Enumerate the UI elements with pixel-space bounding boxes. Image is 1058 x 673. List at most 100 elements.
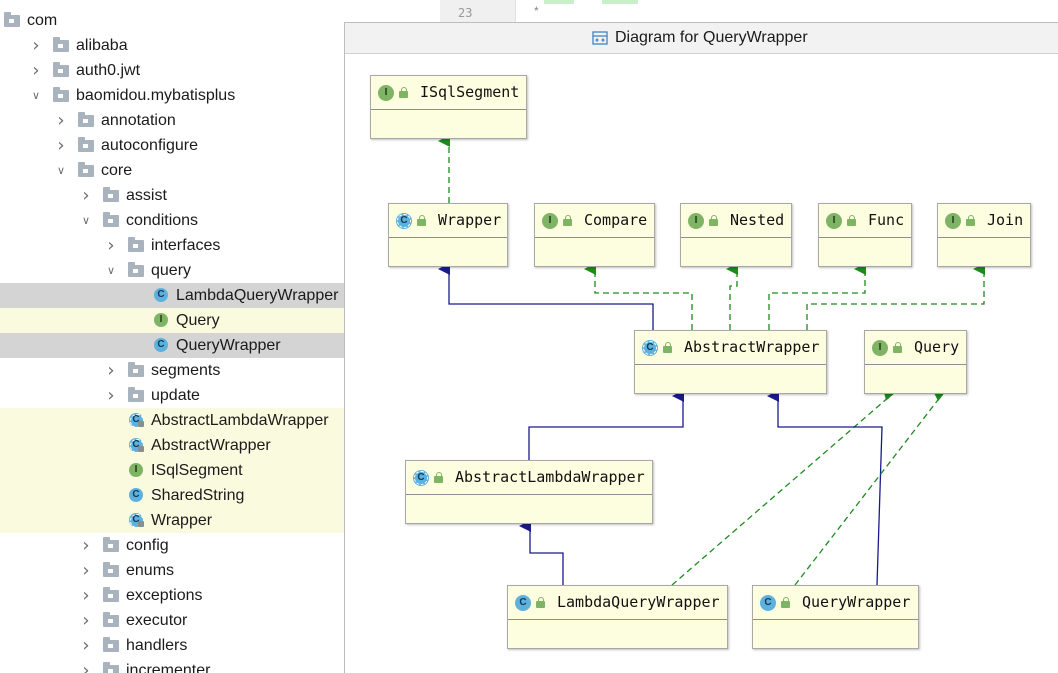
project-tree[interactable]: com›alibaba›auth0.jwt∨baomidou.mybatispl… bbox=[0, 0, 344, 673]
tree-item-isqlsegment[interactable]: I ISqlSegment bbox=[0, 458, 344, 483]
chevron-right-icon[interactable]: › bbox=[82, 185, 90, 206]
chevron-right-icon[interactable]: › bbox=[107, 360, 115, 381]
abstract-class-icon: C bbox=[642, 340, 658, 356]
public-visibility-icon bbox=[434, 472, 444, 483]
tree-item-core[interactable]: ∨ core bbox=[0, 158, 344, 183]
tree-item-config[interactable]: ›config bbox=[0, 533, 344, 558]
abstract-class-icon: C bbox=[128, 437, 144, 453]
public-visibility-icon bbox=[399, 87, 409, 98]
chevron-down-icon[interactable]: ∨ bbox=[81, 214, 91, 227]
chevron-down-icon[interactable]: ∨ bbox=[31, 89, 41, 102]
diff-marker bbox=[544, 0, 574, 4]
tree-item-label: Wrapper bbox=[151, 512, 213, 529]
tree-item-com[interactable]: com bbox=[0, 8, 344, 33]
chevron-right-icon[interactable]: › bbox=[82, 660, 90, 673]
tree-item-label: exceptions bbox=[126, 587, 203, 604]
tree-item-incrementer[interactable]: › incrementer bbox=[0, 658, 344, 673]
uml-node-name: Join bbox=[987, 211, 1024, 229]
chevron-down-icon[interactable]: ∨ bbox=[106, 264, 116, 277]
tree-item-wrapper[interactable]: C Wrapper bbox=[0, 508, 344, 533]
package-folder-icon bbox=[103, 212, 119, 228]
chevron-right-icon[interactable]: › bbox=[32, 60, 40, 81]
code-line: * bbox=[534, 4, 539, 18]
package-folder-icon bbox=[103, 637, 119, 653]
diagram-canvas bbox=[438, 135, 985, 586]
tree-item-exceptions[interactable]: › exceptions bbox=[0, 583, 344, 608]
package-folder-icon bbox=[53, 37, 69, 53]
public-visibility-icon bbox=[847, 215, 857, 226]
chevron-down-icon[interactable]: ∨ bbox=[56, 164, 66, 177]
tree-item-label: ISqlSegment bbox=[151, 462, 243, 479]
tree-item-executor[interactable]: ›executor bbox=[0, 608, 344, 633]
public-visibility-icon bbox=[781, 597, 791, 608]
tree-item-autoconfigure[interactable]: ›autoconfigure bbox=[0, 133, 344, 158]
tree-item-label: assist bbox=[126, 187, 167, 204]
package-folder-icon bbox=[53, 62, 69, 78]
tree-item-annotation[interactable]: ›annotation bbox=[0, 108, 344, 133]
package-folder-icon bbox=[103, 612, 119, 628]
tree-item-interfaces[interactable]: ›interfaces bbox=[0, 233, 344, 258]
abstract-class-icon: C bbox=[128, 512, 144, 528]
tree-item-enums[interactable]: ›enums bbox=[0, 558, 344, 583]
tree-item-query[interactable]: ∨query bbox=[0, 258, 344, 283]
chevron-right-icon[interactable]: › bbox=[107, 235, 115, 256]
chevron-right-icon[interactable]: › bbox=[82, 610, 90, 631]
tree-item-handlers[interactable]: › handlers bbox=[0, 633, 344, 658]
tree-item-label: handlers bbox=[126, 637, 188, 654]
chevron-right-icon[interactable]: › bbox=[82, 560, 90, 581]
chevron-right-icon[interactable]: › bbox=[82, 585, 90, 606]
tree-item-assist[interactable]: › assist bbox=[0, 183, 344, 208]
tree-item-auth0-jwt[interactable]: › auth0.jwt bbox=[0, 58, 344, 83]
tree-item-label: auth0.jwt bbox=[76, 62, 141, 79]
interface-icon: I bbox=[826, 213, 842, 229]
interface-icon: I bbox=[128, 462, 144, 478]
tree-item-baomidou-mybatisplus[interactable]: ∨baomidou.mybatisplus bbox=[0, 83, 344, 108]
tree-item-conditions[interactable]: ∨conditions bbox=[0, 208, 344, 233]
edge-lambdaquerywrapper-to-abstractlambdawrapper bbox=[519, 520, 564, 585]
chevron-right-icon[interactable]: › bbox=[107, 385, 115, 406]
tree-item-label: SharedString bbox=[151, 487, 245, 504]
uml-node-name: Wrapper bbox=[438, 211, 502, 229]
code-editor[interactable]: 23 * bbox=[344, 0, 1058, 24]
abstract-class-icon: C bbox=[413, 470, 429, 486]
chevron-right-icon[interactable]: › bbox=[32, 35, 40, 56]
chevron-right-icon[interactable]: › bbox=[82, 535, 90, 556]
diagram-title-bar[interactable]: Diagram for QueryWrapper bbox=[345, 23, 1058, 54]
package-folder-icon bbox=[78, 137, 94, 153]
tree-item-alibaba[interactable]: ›alibaba bbox=[0, 33, 344, 58]
uml-node-name: Compare bbox=[584, 211, 648, 229]
tree-item-label: core bbox=[101, 162, 133, 179]
interface-icon: I bbox=[378, 85, 394, 101]
uml-node-name: Nested bbox=[730, 211, 785, 229]
tree-item-update[interactable]: ›update bbox=[0, 383, 344, 408]
line-number: 23 bbox=[458, 6, 473, 20]
chevron-right-icon[interactable]: › bbox=[82, 635, 90, 656]
tree-item-label: incrementer bbox=[126, 662, 211, 673]
tree-item-segments[interactable]: ›segments bbox=[0, 358, 344, 383]
edge-querywrapper-to-abstractwrapper bbox=[767, 390, 883, 586]
class-icon: C bbox=[153, 287, 169, 303]
chevron-right-icon[interactable]: › bbox=[57, 135, 65, 156]
chevron-right-icon[interactable]: › bbox=[57, 110, 65, 131]
